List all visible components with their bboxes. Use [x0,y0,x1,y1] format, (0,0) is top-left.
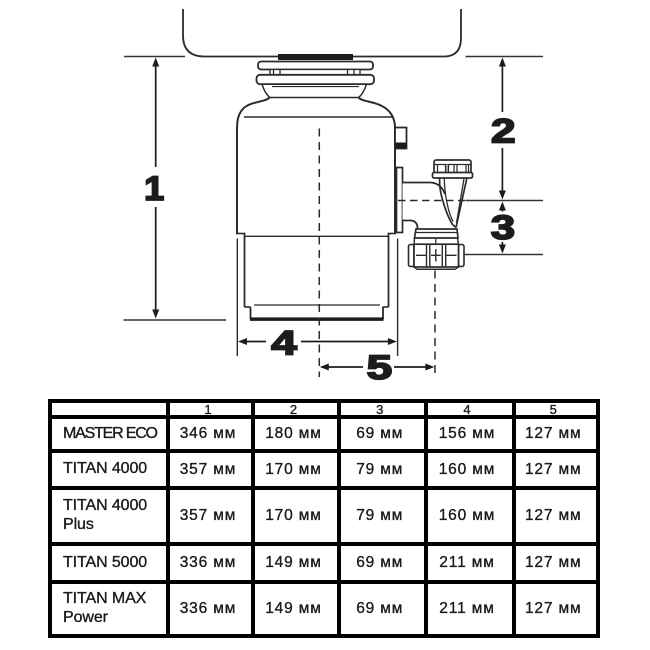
svg-text:1: 1 [144,170,164,208]
svg-text:2: 2 [491,112,516,150]
svg-text:3: 3 [491,208,515,247]
svg-text:4: 4 [271,323,297,362]
svg-text:5: 5 [367,347,393,386]
